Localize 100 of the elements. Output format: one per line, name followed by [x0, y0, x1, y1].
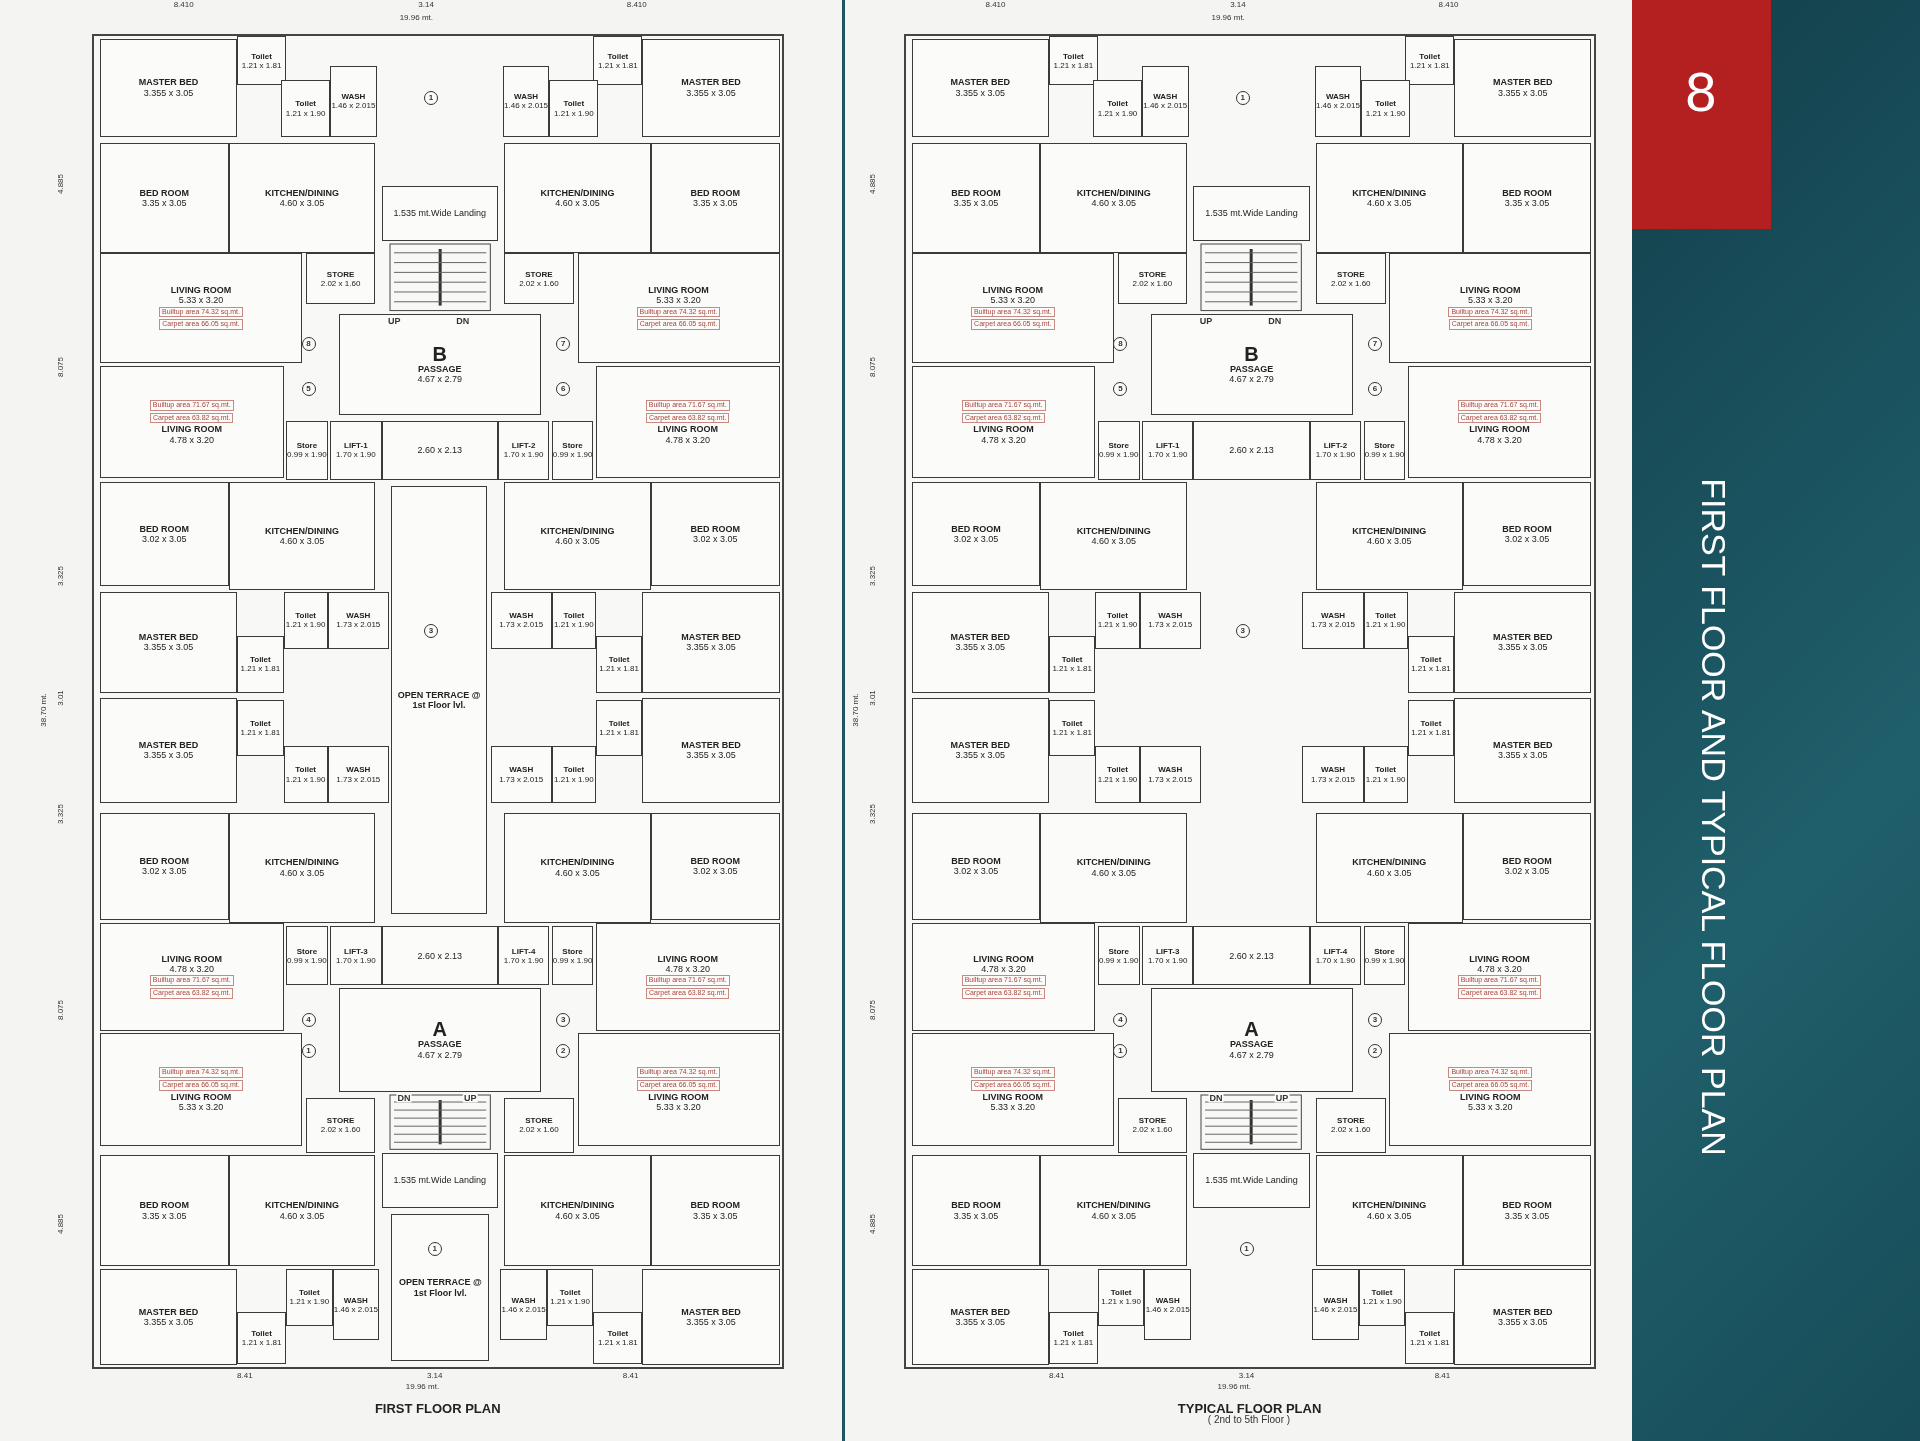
room	[593, 36, 643, 86]
room-size: 1.21 x 1.90	[1097, 108, 1138, 118]
room-size: 1.21 x 1.81	[1053, 1337, 1094, 1348]
room	[99, 1269, 238, 1365]
room	[1405, 36, 1455, 86]
room-size: 2.60 x 2.13	[1229, 444, 1274, 456]
dimension-text: 19.96 mt.	[1211, 14, 1245, 23]
room-name: BED ROOM	[1502, 523, 1552, 534]
passage-area	[1150, 987, 1353, 1092]
room-name: STORE	[326, 1116, 355, 1126]
room-name: Toilet	[1063, 1328, 1084, 1338]
room	[502, 65, 550, 137]
room	[1405, 1312, 1455, 1364]
room-name: Toilet	[298, 1288, 320, 1298]
room	[99, 812, 229, 921]
room	[595, 922, 780, 1031]
room-size: 3.02 x 3.05	[953, 866, 999, 877]
room-size: 1.21 x 1.90	[554, 108, 594, 118]
room-size: 3.355 x 3.05	[1498, 87, 1548, 99]
room	[504, 1097, 574, 1153]
stair-landing	[381, 1153, 498, 1209]
room	[500, 1269, 547, 1341]
room	[99, 142, 229, 253]
room-size: 3.02 x 3.05	[692, 534, 738, 545]
room-size: 2.02 x 1.60	[320, 278, 361, 288]
room	[650, 812, 780, 921]
room	[551, 926, 594, 986]
room-size: 1.70 x 1.90	[503, 450, 544, 460]
dimension-text: 4.885	[57, 173, 66, 194]
room-name: MASTER BED	[138, 77, 199, 88]
room	[237, 36, 287, 86]
room-name: BED ROOM	[690, 187, 740, 198]
room	[642, 38, 780, 137]
room-size: 1.70 x 1.90	[1315, 450, 1356, 460]
room-name: Toilet	[559, 1288, 581, 1298]
room-size: 2.02 x 1.60	[519, 1125, 559, 1135]
room-size: 3.355 x 3.05	[143, 642, 194, 653]
room-size: 2.02 x 1.60	[519, 278, 559, 288]
dimension-text: 8.41	[237, 1372, 253, 1381]
room	[1315, 1097, 1386, 1153]
room	[1363, 926, 1406, 986]
room-size: 1.46 x 2.015	[1315, 101, 1360, 111]
room-size: 1.70 x 1.90	[503, 955, 544, 966]
room-size: 1.73 x 2.015	[1148, 620, 1193, 630]
dimension-text: 8.41	[1048, 1372, 1065, 1381]
room-size: 1.21 x 1.90	[1365, 108, 1406, 118]
room-size: 1.21 x 1.81	[1411, 664, 1451, 674]
room-size: 4.67 x 2.79	[1229, 374, 1274, 385]
room-name: MASTER BED	[681, 632, 741, 643]
room	[330, 420, 382, 480]
room-size: 4.60 x 3.05	[555, 197, 600, 209]
room-name: Store	[296, 440, 318, 451]
room-name: WASH	[1158, 611, 1183, 621]
room-name: LIVING ROOM	[170, 285, 232, 296]
dimension-text: 3.14	[1238, 1372, 1255, 1381]
room-name: BED ROOM	[951, 187, 1001, 198]
room-name: Store	[562, 440, 583, 451]
room	[1048, 636, 1096, 693]
room-name: MASTER BED	[1493, 1306, 1553, 1318]
room-name: KITCHEN/DINING	[540, 1200, 615, 1211]
room	[551, 592, 596, 649]
room-size: 4.78 x 3.20	[981, 434, 1026, 446]
room	[327, 746, 389, 803]
room	[305, 1097, 376, 1153]
room-size: 1.73 x 2.015	[499, 620, 544, 630]
room-name: MASTER BED	[1493, 632, 1553, 643]
room-size: 3.02 x 3.05	[692, 866, 738, 877]
room-name: Store	[296, 946, 318, 956]
room-name: WASH	[346, 611, 371, 621]
room	[911, 38, 1049, 137]
room-name: WASH	[1325, 91, 1350, 102]
room	[1389, 1033, 1592, 1146]
room-size: 1.21 x 1.81	[598, 60, 638, 70]
room-name: Toilet	[608, 655, 630, 665]
room-name: WASH	[1155, 1295, 1180, 1305]
room-name: KITCHEN/DINING	[540, 525, 615, 536]
room	[504, 1155, 651, 1266]
room	[1462, 142, 1592, 253]
room-name: WASH	[1153, 91, 1178, 102]
room-size: 2.60 x 2.13	[1229, 950, 1274, 962]
room-size: 1.21 x 1.90	[289, 1297, 330, 1307]
room	[1309, 926, 1362, 986]
room	[228, 1155, 376, 1266]
room-size: 0.99 x 1.90	[287, 450, 327, 460]
room-name: BED ROOM	[1502, 187, 1552, 198]
room-name: KITCHEN/DINING	[540, 857, 615, 868]
dimension-text: 8.075	[57, 357, 66, 378]
room-name: LIVING ROOM	[1469, 953, 1530, 964]
room-name: STORE	[1337, 269, 1365, 279]
lift-lobby	[381, 420, 498, 480]
room	[497, 420, 550, 480]
room-name: MASTER BED	[1493, 77, 1553, 88]
room-name: BED ROOM	[139, 856, 189, 867]
room-name: WASH	[509, 611, 534, 621]
room-size: 5.33 x 3.20	[990, 1102, 1036, 1113]
room-name: MASTER BED	[1493, 739, 1553, 751]
room-name: Toilet	[608, 718, 630, 729]
room-size: 1.70 x 1.90	[1147, 450, 1188, 460]
stair-landing	[381, 185, 498, 241]
room-name: BED ROOM	[1502, 1200, 1552, 1211]
